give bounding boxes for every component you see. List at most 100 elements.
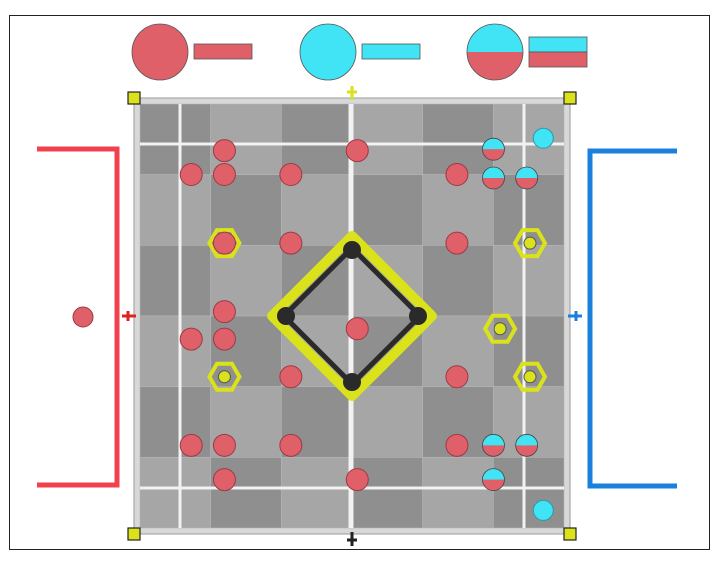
red-disc xyxy=(212,433,236,457)
goal-post xyxy=(409,307,427,325)
red-disc xyxy=(279,231,303,255)
red-disc xyxy=(179,163,203,187)
blue-zone xyxy=(587,148,677,489)
red-disc xyxy=(279,163,303,187)
hex-goal xyxy=(482,313,518,344)
red-disc xyxy=(212,163,236,187)
corner-marker xyxy=(563,91,577,105)
hex-goal-core xyxy=(523,370,537,384)
right-marker xyxy=(568,311,582,321)
hex-goal xyxy=(207,361,242,392)
zone-bracket xyxy=(587,148,677,489)
red-disc xyxy=(279,365,303,389)
field-tile xyxy=(422,457,494,529)
split-disc-bottom xyxy=(515,177,538,189)
hex-goal xyxy=(512,361,548,392)
red-disc xyxy=(445,163,469,187)
split-disc xyxy=(482,166,505,190)
swatch-bottom xyxy=(467,52,523,80)
red-disc xyxy=(345,317,369,341)
game-scene xyxy=(37,23,677,546)
split-disc-top xyxy=(515,434,538,446)
red-disc-swatch xyxy=(131,23,189,81)
bottom-marker xyxy=(347,532,357,546)
hex-goal-ring xyxy=(512,228,548,259)
split-disc xyxy=(482,433,505,457)
split-disc-top xyxy=(515,166,538,178)
red-disc xyxy=(345,139,369,163)
field-tile xyxy=(422,245,494,317)
field-tile xyxy=(351,457,423,529)
field-tile xyxy=(351,103,423,175)
split-disc-outline xyxy=(515,433,539,457)
field-tile xyxy=(493,245,565,317)
split-disc xyxy=(482,468,505,491)
split-disc xyxy=(515,166,539,190)
field-tile xyxy=(139,174,211,246)
legend-blue-disc xyxy=(299,23,421,81)
blue-disc-bar xyxy=(361,43,421,60)
corner-marker xyxy=(127,91,141,105)
red-disc xyxy=(445,433,469,457)
swatch-outline xyxy=(466,23,524,81)
field-tile xyxy=(493,457,565,529)
field-tile xyxy=(351,174,423,246)
team-zones xyxy=(37,146,677,489)
field-tile xyxy=(139,315,211,387)
split-disc-bottom xyxy=(482,177,505,189)
split-disc-top xyxy=(482,166,505,178)
red-zone xyxy=(37,146,120,488)
zone-disc xyxy=(72,306,94,328)
goal-post xyxy=(343,373,361,391)
legend-red-disc xyxy=(131,23,253,81)
split-disc-top xyxy=(482,138,505,150)
hex-goal-core xyxy=(523,236,537,250)
red-disc xyxy=(212,139,236,163)
hex-goal-ring xyxy=(512,361,548,392)
field-tile xyxy=(139,457,211,529)
split-disc-bar-bottom xyxy=(528,51,588,68)
split-disc-bottom xyxy=(482,149,505,161)
left-marker xyxy=(122,311,136,321)
red-disc xyxy=(179,327,203,351)
red-disc xyxy=(212,327,236,351)
discs xyxy=(179,127,554,521)
red-disc xyxy=(212,300,236,324)
split-disc-bottom xyxy=(482,479,505,491)
legend xyxy=(131,23,588,81)
corner-marker xyxy=(127,527,141,541)
hex-goal xyxy=(512,228,548,259)
hex-goal-core xyxy=(493,322,507,336)
red-disc xyxy=(212,231,236,255)
field-tile xyxy=(281,457,353,529)
goal-post xyxy=(343,241,361,259)
split-disc xyxy=(482,137,505,161)
field-tile xyxy=(139,103,211,175)
split-disc-bar-top xyxy=(528,36,588,53)
split-disc-outline xyxy=(482,468,505,491)
hex-goal-ring xyxy=(207,228,242,259)
red-disc-bar xyxy=(193,43,253,60)
goal-post xyxy=(277,307,295,325)
split-disc-bottom xyxy=(515,445,538,457)
field-tile xyxy=(139,245,211,317)
corner-marker xyxy=(563,527,577,541)
blue-disc xyxy=(532,499,554,521)
blue-disc xyxy=(532,127,554,149)
split-disc-bottom xyxy=(482,445,505,457)
center-goal xyxy=(267,231,437,401)
blue-disc-swatch xyxy=(299,23,357,81)
red-disc xyxy=(445,365,469,389)
top-marker xyxy=(347,86,357,100)
split-disc-top xyxy=(482,434,505,446)
split-disc xyxy=(515,433,539,457)
split-disc-outline xyxy=(482,137,505,161)
hex-goal-core xyxy=(217,370,231,384)
game-frame xyxy=(9,15,710,550)
split-disc-outline xyxy=(482,166,505,190)
field-tile xyxy=(351,386,423,458)
split-disc-swatch xyxy=(466,23,524,81)
swatch-top xyxy=(467,24,523,52)
field-tile xyxy=(422,103,494,175)
hex-goal-ring xyxy=(482,313,518,344)
